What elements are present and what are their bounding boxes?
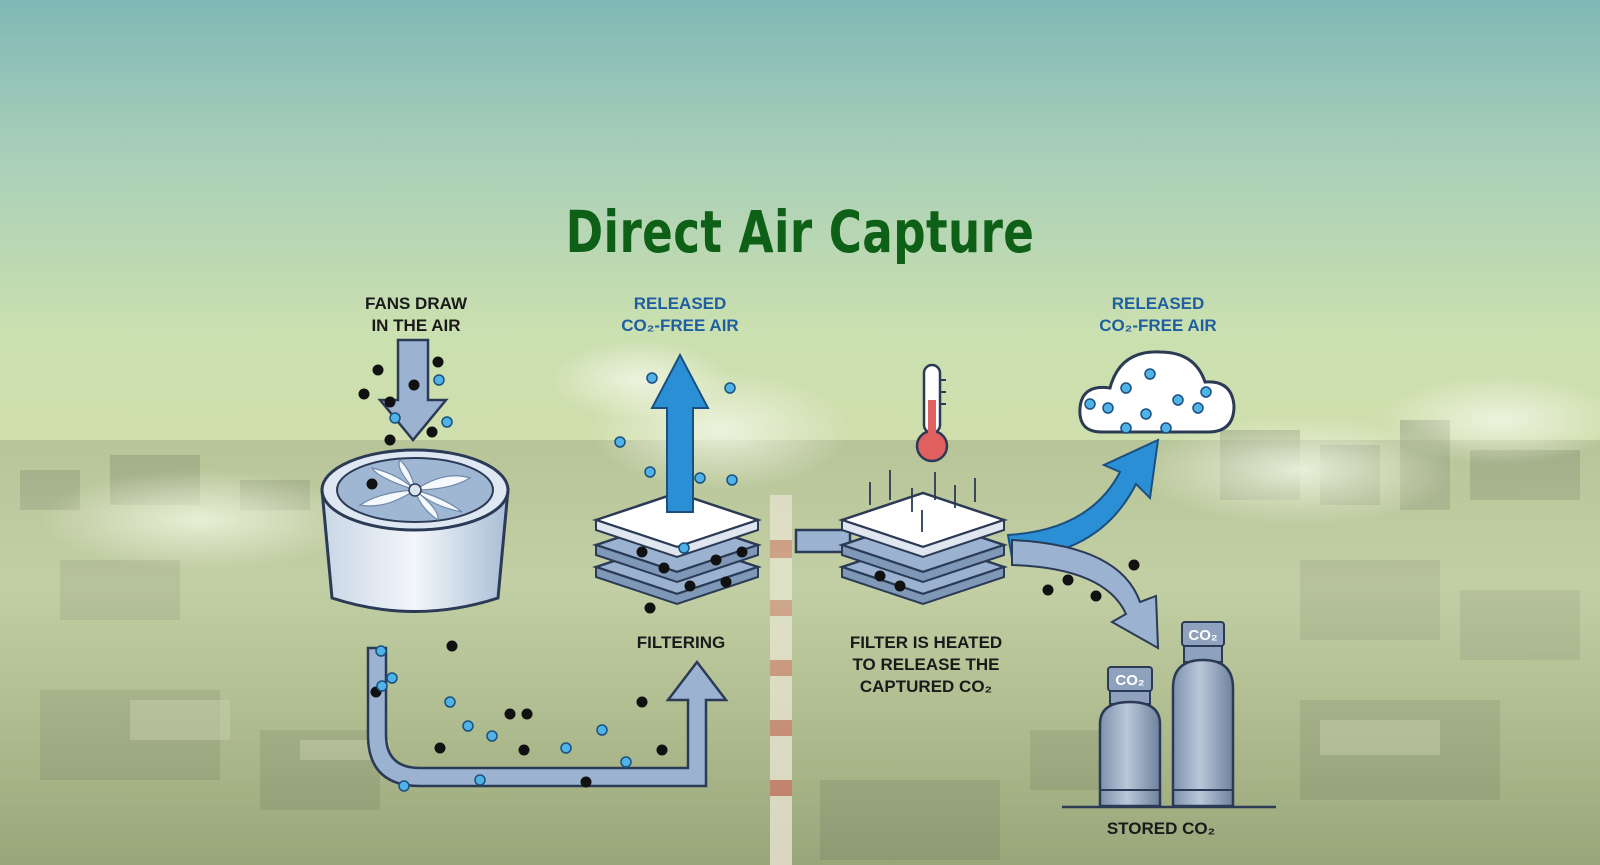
fans-label-line-1: FANS DRAW (365, 294, 467, 313)
air-particle (486, 730, 498, 742)
air-particle (1172, 394, 1184, 406)
air-particle (620, 756, 632, 768)
co2-particle (1090, 590, 1102, 602)
co2-particle (1128, 559, 1140, 571)
fan-icon (320, 448, 510, 613)
air-particle (560, 742, 572, 754)
co2-particle (384, 434, 396, 446)
filter-stack-icon (592, 491, 762, 606)
fans-label: FANS DRAW IN THE AIR (326, 293, 506, 337)
co2-particle (504, 708, 516, 720)
air-particle (724, 382, 736, 394)
fans-label-line-2: IN THE AIR (371, 316, 461, 335)
co2-particle (894, 580, 906, 592)
co2-particle (644, 602, 656, 614)
co2-particle (426, 426, 438, 438)
air-particle (1102, 402, 1114, 414)
co2-particle (358, 388, 370, 400)
air-particle (596, 724, 608, 736)
co2-particle (518, 744, 530, 756)
co2-particle (636, 546, 648, 558)
co2-particle (372, 364, 384, 376)
storage-arrow-curved (1011, 538, 1160, 650)
released-right-label: RELEASED CO₂-FREE AIR (1058, 293, 1258, 337)
released-right-line-1: RELEASED (1111, 294, 1205, 313)
air-particle (1084, 398, 1096, 410)
air-particle (678, 542, 690, 554)
co2-particle (658, 562, 670, 574)
co2-particle (684, 580, 696, 592)
co2-particle (874, 570, 886, 582)
co2-particle (408, 379, 420, 391)
air-particle (1160, 422, 1172, 434)
heated-label-line-3: CAPTURED CO₂ (859, 677, 993, 696)
intake-duct (366, 646, 729, 788)
page-title: Direct Air Capture (565, 198, 1035, 266)
co2-particle (1042, 584, 1054, 596)
air-particle (462, 720, 474, 732)
co2-particle (736, 546, 748, 558)
co2-particle (656, 744, 668, 756)
air-particle (1192, 402, 1204, 414)
filtering-label: FILTERING (636, 633, 726, 652)
air-particle (441, 416, 453, 428)
air-particle (375, 645, 387, 657)
co2-particle (521, 708, 533, 720)
air-particle (726, 474, 738, 486)
thermometer-icon (915, 363, 949, 463)
particles (358, 356, 1212, 792)
co2-particle (432, 356, 444, 368)
tank-large-label: CO₂ (1188, 627, 1217, 644)
air-particle (389, 412, 401, 424)
heated-label: FILTER IS HEATED TO RELEASE THE CAPTURED… (816, 632, 1036, 698)
air-particle (433, 374, 445, 386)
co2-particle (1062, 574, 1074, 586)
heated-filter-stack-icon (838, 470, 1008, 606)
released-right-line-2: CO₂-FREE AIR (1099, 316, 1217, 335)
tank-small-label: CO₂ (1115, 672, 1144, 689)
air-particle (474, 774, 486, 786)
air-particle (444, 696, 456, 708)
air-particle (1144, 368, 1156, 380)
air-particle (614, 436, 626, 448)
gas-tank-icon (1062, 621, 1276, 809)
air-particle (376, 680, 388, 692)
air-particle (1120, 422, 1132, 434)
released-left-label: RELEASED CO₂-FREE AIR (580, 293, 780, 337)
air-particle (1120, 382, 1132, 394)
air-particle (398, 780, 410, 792)
co2-particle (446, 640, 458, 652)
air-particle (386, 672, 398, 684)
co2-particle (720, 576, 732, 588)
air-particle (646, 372, 658, 384)
heated-label-line-2: TO RELEASE THE (852, 655, 1000, 674)
co2-particle (384, 396, 396, 408)
heated-label-line-1: FILTER IS HEATED (849, 633, 1003, 652)
air-particle (1140, 408, 1152, 420)
air-particle (1200, 386, 1212, 398)
co2-particle (434, 742, 446, 754)
co2-particle (366, 478, 378, 490)
co2-particle (636, 696, 648, 708)
released-left-line-2: CO₂-FREE AIR (621, 316, 739, 335)
co2-particle (580, 776, 592, 788)
released-left-line-1: RELEASED (633, 294, 727, 313)
stored-label: STORED CO₂ (1106, 819, 1216, 838)
air-particle (694, 472, 706, 484)
release-arrow-up (650, 352, 710, 513)
co2-particle (710, 554, 722, 566)
air-particle (644, 466, 656, 478)
